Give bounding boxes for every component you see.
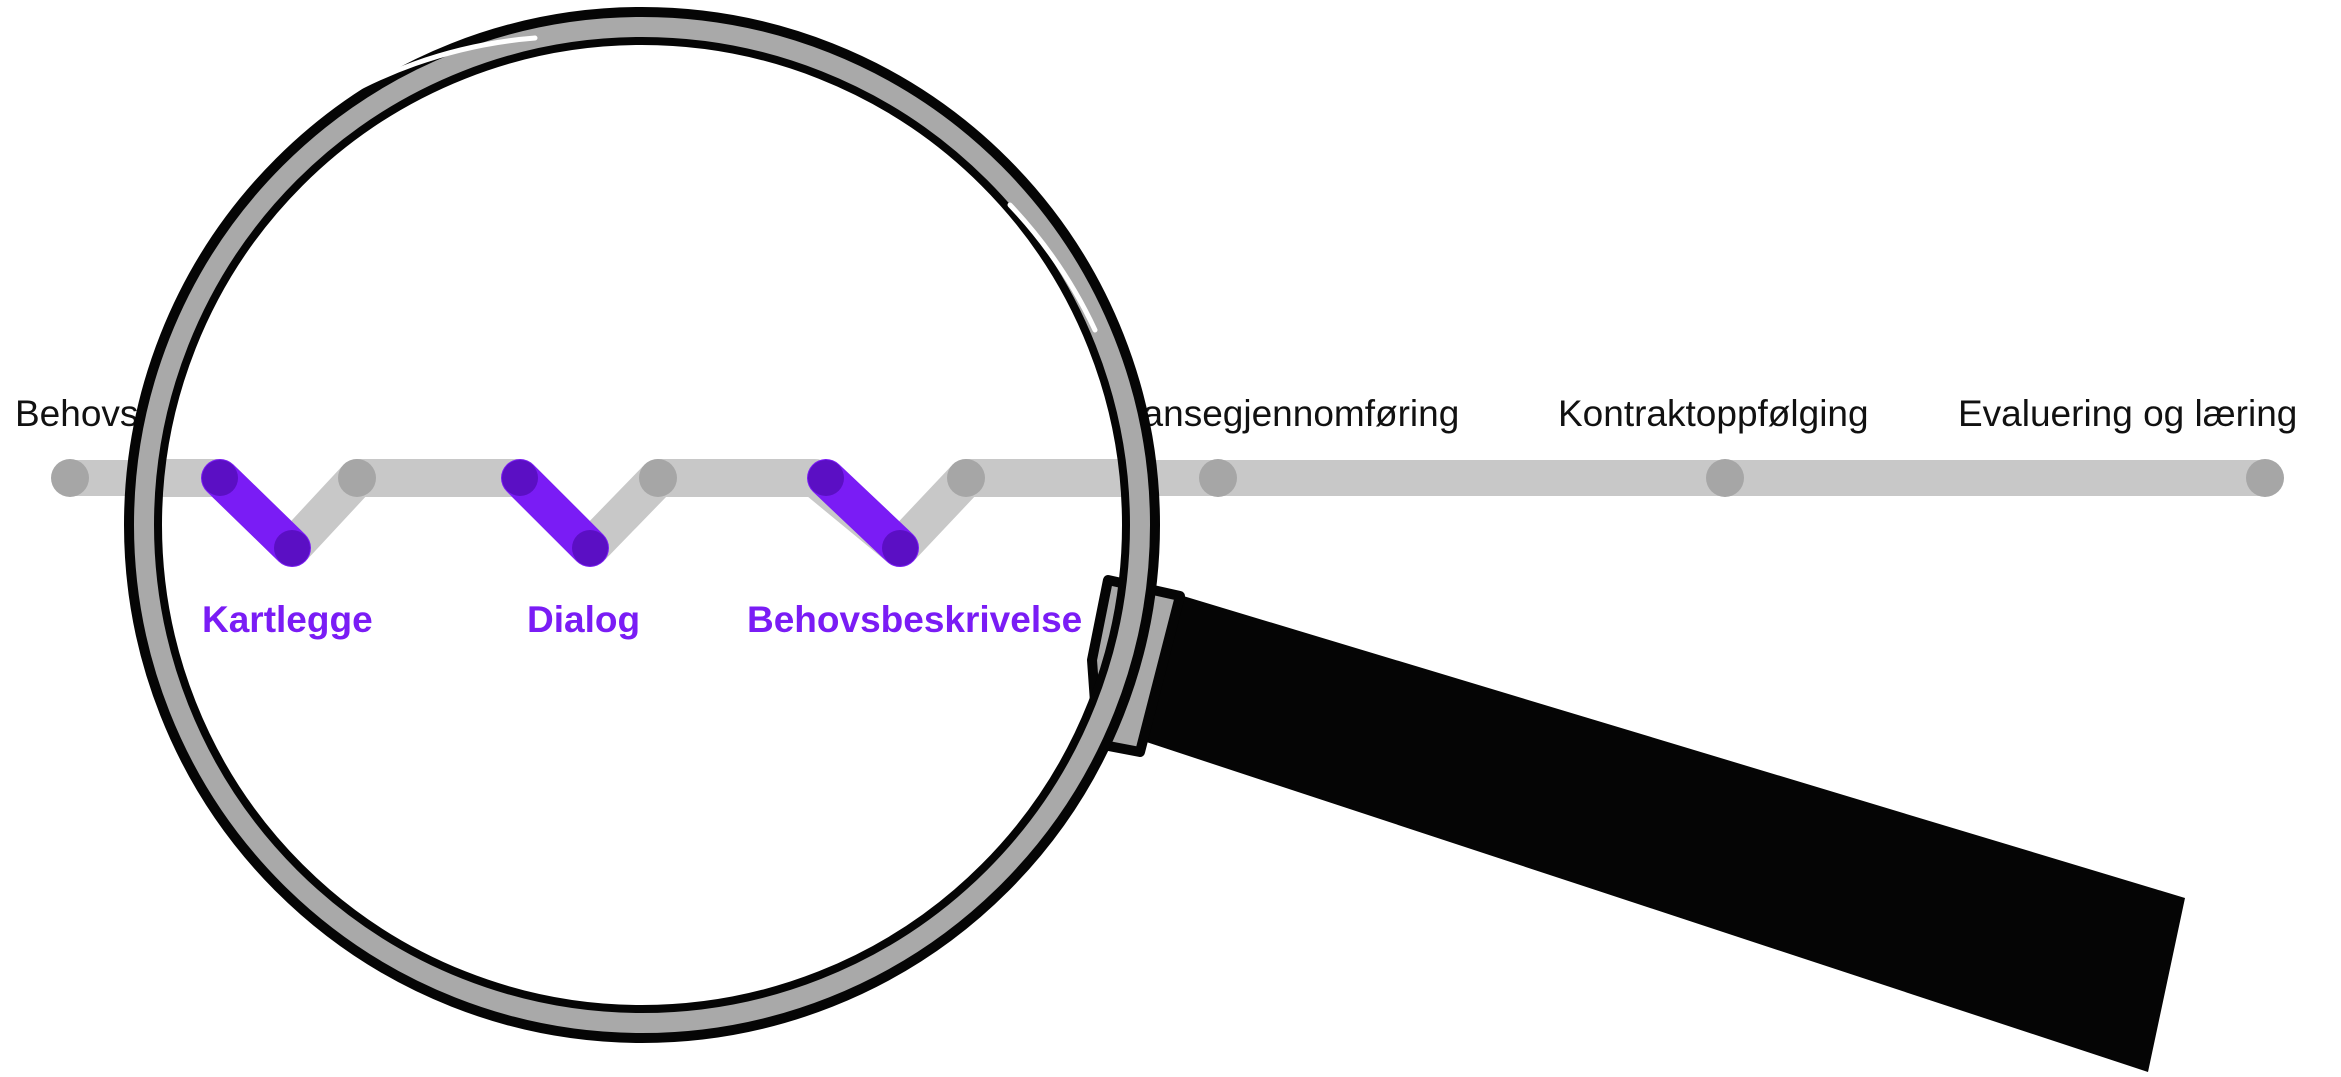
step-label-behovsbeskrivelse: Behovsbeskrivelse [747,599,1082,640]
timeline-node [51,459,89,497]
step-label-kartlegge: Kartlegge [202,599,373,640]
phase-labels-right: Kontraktoppfølging Evaluering og læring [1558,393,2297,434]
step-segment-dialog [501,459,609,567]
step-segment-behovsbeskrivelse [807,459,919,567]
step-segment-kartlegge [201,459,311,567]
timeline-node [2246,459,2284,497]
magnifier-rim-outer [124,7,1160,1043]
magnified-node [338,459,376,497]
magnifier-rim [134,17,1150,1033]
step-label-dialog: Dialog [527,599,640,640]
timeline-node [1706,459,1744,497]
magnifier-rim-inner [154,37,1130,1013]
magnified-node [639,459,677,497]
magnifying-glass-icon [124,7,2185,1072]
phase-label-evaluering-og-laering: Evaluering og læring [1958,393,2297,434]
magnified-node [947,459,985,497]
magnifier-highlight [302,35,538,123]
magnifier-handle [1125,592,2185,1072]
phase-label-kontraktoppfolging: Kontraktoppfølging [1558,393,1869,434]
timeline-node [1199,459,1237,497]
magnifier-highlight [1007,202,1098,333]
